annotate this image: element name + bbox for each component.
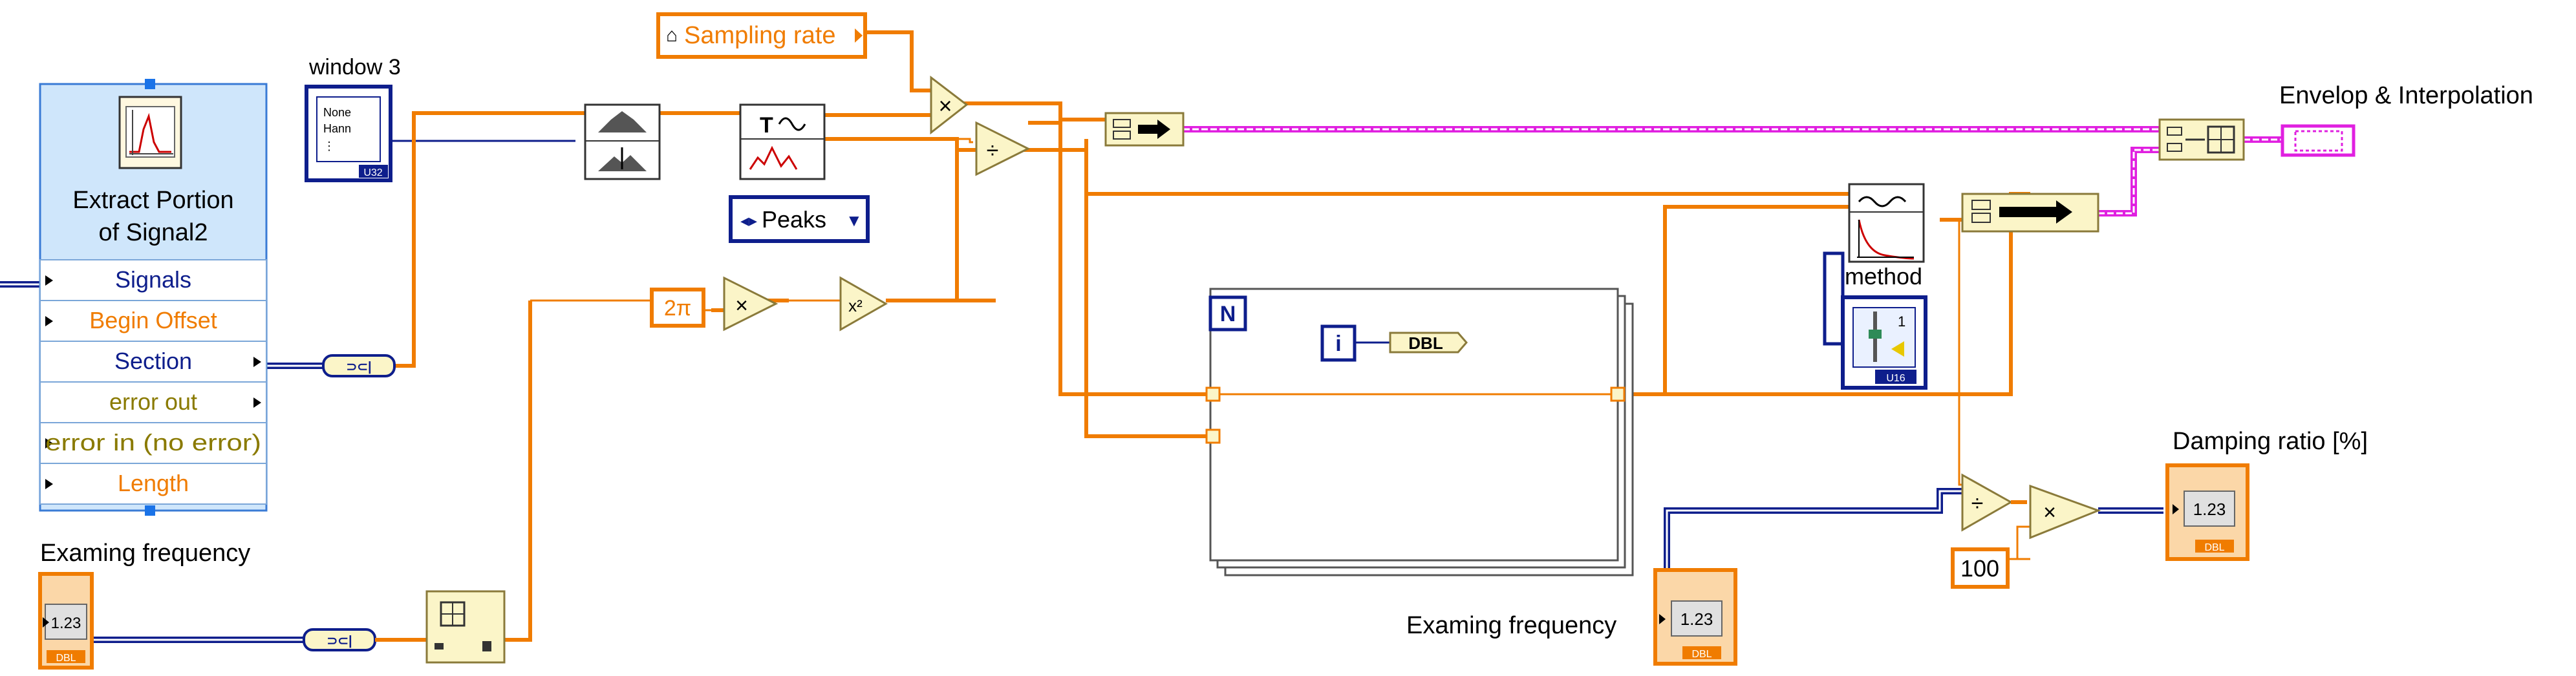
peaks-value: Peaks (762, 206, 826, 233)
window-item-2: Hann (323, 122, 351, 135)
to-dbl-node[interactable]: DBL (1389, 332, 1468, 354)
envelope-label: Envelop & Interpolation (2279, 82, 2533, 109)
convert-from-dynamic-1[interactable]: ⊃⊂| (322, 354, 396, 377)
svg-text:×: × (2043, 500, 2056, 525)
wire-index-multiply (504, 301, 532, 642)
terminal-begin-offset[interactable]: Begin Offset (39, 300, 267, 342)
window-item-3: ⋮ (323, 140, 335, 153)
terminal-label: Signals (115, 266, 191, 293)
peak-detector-vi[interactable]: T (739, 103, 826, 180)
terminal-label: Section (114, 348, 192, 374)
svg-text:÷: ÷ (1971, 491, 1984, 516)
terminal-arrow-icon (45, 479, 53, 489)
wire-cluster (1183, 126, 2282, 217)
divide-node-2[interactable]: ÷ (1961, 473, 2013, 532)
damping-ratio-label: Damping ratio [%] (2173, 428, 2368, 455)
svg-text:×: × (735, 293, 748, 318)
build-array-node-1[interactable] (1104, 112, 1185, 147)
build-array-node-2[interactable] (1961, 193, 2099, 233)
window-label: window 3 (308, 55, 401, 79)
spectrum-vi[interactable] (584, 103, 661, 180)
index-array-node[interactable] (425, 590, 506, 664)
damping-ratio-indicator[interactable]: Damping ratio [%] 1.23 DBL (2165, 428, 2368, 561)
convert-from-dynamic-2[interactable]: ⊃⊂| (303, 628, 376, 651)
multiply-node-3[interactable]: × (2029, 484, 2101, 540)
terminal-arrow-icon (45, 438, 53, 449)
svg-text:⊃⊂|: ⊃⊂| (327, 634, 352, 648)
loop-iteration-i: i (1335, 332, 1341, 356)
terminal-label: error out (109, 388, 197, 415)
svg-text:DBL: DBL (1691, 649, 1712, 660)
terminal-label: Begin Offset (89, 307, 217, 333)
constant-100[interactable]: 100 (1951, 547, 2010, 589)
unbundle-icon (2167, 125, 2235, 154)
terminal-arrow-icon (45, 316, 53, 326)
chevron-down-icon: ▼ (846, 211, 863, 230)
svg-text:DBL: DBL (56, 653, 76, 664)
terminal-length[interactable]: Length (39, 463, 267, 505)
for-loop[interactable]: N i DBL (1205, 288, 1634, 576)
svg-text:1.23: 1.23 (1680, 609, 1713, 629)
svg-text:÷: ÷ (987, 138, 999, 163)
svg-text:2π: 2π (664, 296, 691, 321)
svg-text:DBL: DBL (1408, 333, 1443, 353)
terminal-error-in-no-error[interactable]: error in (no error) (39, 422, 267, 464)
terminal-section[interactable]: Section (39, 341, 267, 383)
window-ring-constant[interactable]: window 3 None Hann ⋮ U32 (305, 55, 401, 182)
square-node[interactable]: x² (839, 276, 888, 332)
svg-text:◂▸: ◂▸ (740, 211, 757, 230)
svg-text:1: 1 (1898, 313, 1905, 330)
method-label: method (1845, 263, 1922, 290)
svg-text:⊃⊂|: ⊃⊂| (346, 360, 371, 374)
envelope-terminal[interactable]: Envelop & Interpolation (2279, 82, 2533, 157)
svg-text:×: × (938, 92, 952, 119)
extract-signal-icon (118, 96, 182, 169)
examing-frequency-bottom[interactable]: Examing frequency 1.23 DBL (1406, 568, 1737, 666)
terminal-arrow-icon (45, 275, 53, 286)
svg-text:x²: x² (848, 296, 863, 315)
peaks-ring[interactable]: ◂▸ Peaks ▼ (729, 195, 870, 243)
terminal-label: error in (no error) (45, 429, 261, 456)
terminal-arrow-icon (253, 357, 261, 367)
examing-frequency-bottom-label: Examing frequency (1406, 612, 1616, 639)
svg-text:T: T (760, 113, 773, 138)
sampling-rate-local[interactable]: ⌂ Sampling rate (656, 12, 867, 59)
svg-text:100: 100 (1960, 555, 1999, 582)
terminal-arrow-icon (253, 397, 261, 408)
two-pi-constant[interactable]: 2π (650, 288, 705, 328)
express-vi-extract-signal[interactable]: Extract Portion of Signal2 SignalsBegin … (39, 79, 268, 516)
terminal-signals[interactable]: Signals (39, 259, 267, 301)
build-array-icon (1113, 119, 1170, 140)
divide-node-1[interactable]: ÷ (975, 121, 1031, 176)
express-vi-title-1: Extract Portion (72, 187, 233, 214)
examing-frequency-left-label: Examing frequency (40, 540, 250, 567)
home-icon: ⌂ (666, 25, 678, 46)
loop-count-n: N (1220, 302, 1236, 326)
bundle-node[interactable] (2158, 118, 2245, 161)
wire-dynamic (0, 281, 2163, 643)
terminal-error-out[interactable]: error out (39, 381, 267, 423)
curve-fit-icon (1857, 196, 1915, 260)
express-vi-title-2: of Signal2 (98, 219, 208, 246)
curve-fit-vi[interactable] (1848, 183, 1925, 263)
terminal-label: Length (118, 470, 189, 496)
spectrum-icon (598, 111, 647, 171)
examing-frequency-left[interactable]: Examing frequency 1.23 DBL (38, 540, 250, 670)
window-item-1: None (323, 106, 351, 119)
sampling-rate-label: Sampling rate (684, 22, 835, 49)
multiply-node-1[interactable]: × (930, 75, 969, 135)
u32-badge: U32 (363, 167, 382, 178)
svg-text:DBL: DBL (2204, 542, 2224, 553)
multiply-node-2[interactable]: × (723, 276, 778, 332)
u16-badge: U16 (1886, 373, 1905, 384)
method-control[interactable]: method 1 U16 (1823, 251, 1927, 390)
svg-text:1.23: 1.23 (2193, 500, 2226, 519)
svg-text:1.23: 1.23 (51, 615, 81, 632)
peak-detector-icon: T (749, 113, 806, 170)
